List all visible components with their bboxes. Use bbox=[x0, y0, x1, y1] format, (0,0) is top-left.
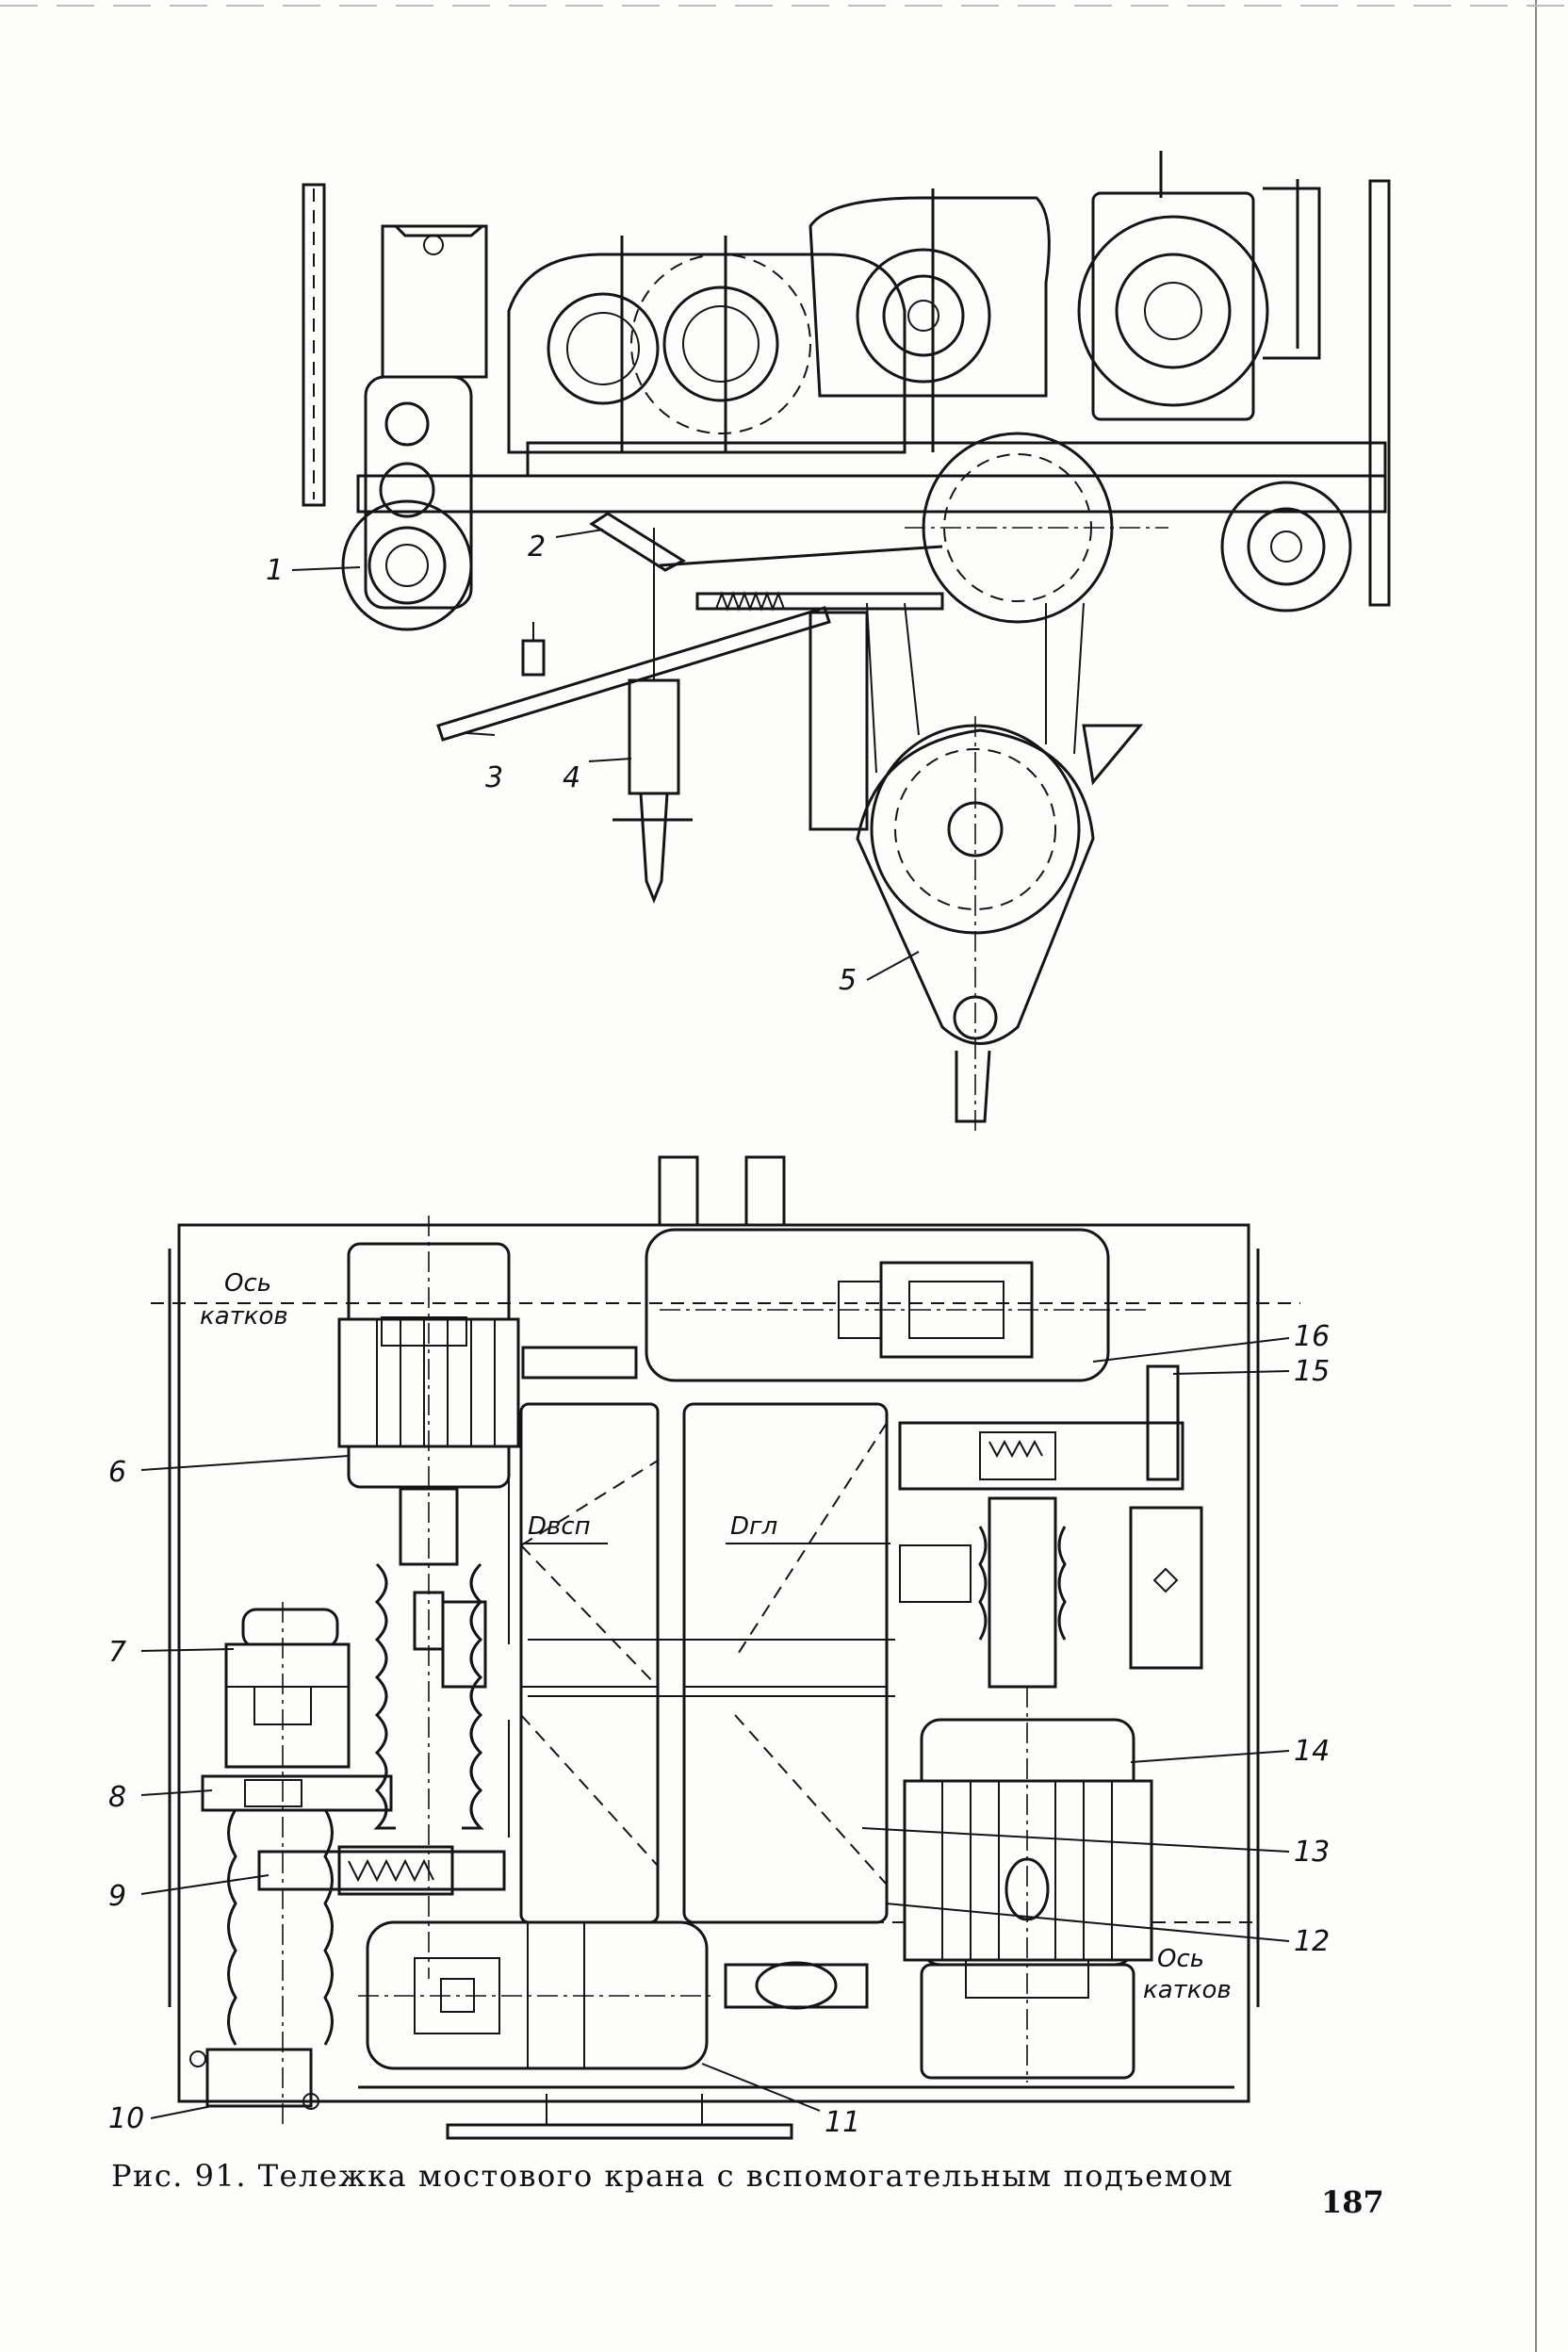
label-8: 8 bbox=[108, 1781, 126, 1814]
page-number: 187 bbox=[1321, 2184, 1384, 2220]
label-1: 1 bbox=[266, 554, 284, 587]
label-6: 6 bbox=[108, 1456, 126, 1489]
label-4: 4 bbox=[563, 761, 580, 794]
label-14: 14 bbox=[1294, 1735, 1330, 1768]
dim-main-drum: Dгл bbox=[730, 1512, 777, 1541]
label-9: 9 bbox=[108, 1880, 126, 1913]
axis-label-bottom-line2: катков bbox=[1143, 1976, 1232, 2004]
dim-aux-drum: Dвсп bbox=[528, 1512, 591, 1541]
label-12: 12 bbox=[1294, 1925, 1330, 1958]
label-2: 2 bbox=[528, 531, 546, 564]
label-13: 13 bbox=[1294, 1836, 1330, 1869]
label-5: 5 bbox=[839, 964, 857, 997]
figure-caption: Рис. 91. Тележка мостового крана с вспом… bbox=[111, 2158, 1234, 2194]
label-16: 16 bbox=[1294, 1320, 1330, 1353]
plan-labels: Ось катков Ось катков Dвсп Dгл 6 7 8 9 1… bbox=[108, 1269, 1330, 2139]
axis-label-top-line2: катков bbox=[200, 1302, 288, 1331]
label-11: 11 bbox=[825, 2106, 860, 2139]
axis-label-top-line1: Ось bbox=[224, 1269, 271, 1298]
elevation-labels: 1 2 3 4 5 bbox=[266, 529, 920, 997]
axis-label-bottom-line1: Ось bbox=[1157, 1945, 1204, 1973]
elevation-view bbox=[302, 151, 1391, 1131]
plan-view bbox=[151, 1155, 1300, 2140]
label-15: 15 bbox=[1294, 1355, 1330, 1388]
label-3: 3 bbox=[485, 761, 503, 794]
label-10: 10 bbox=[108, 2102, 144, 2135]
label-7: 7 bbox=[108, 1636, 126, 1669]
